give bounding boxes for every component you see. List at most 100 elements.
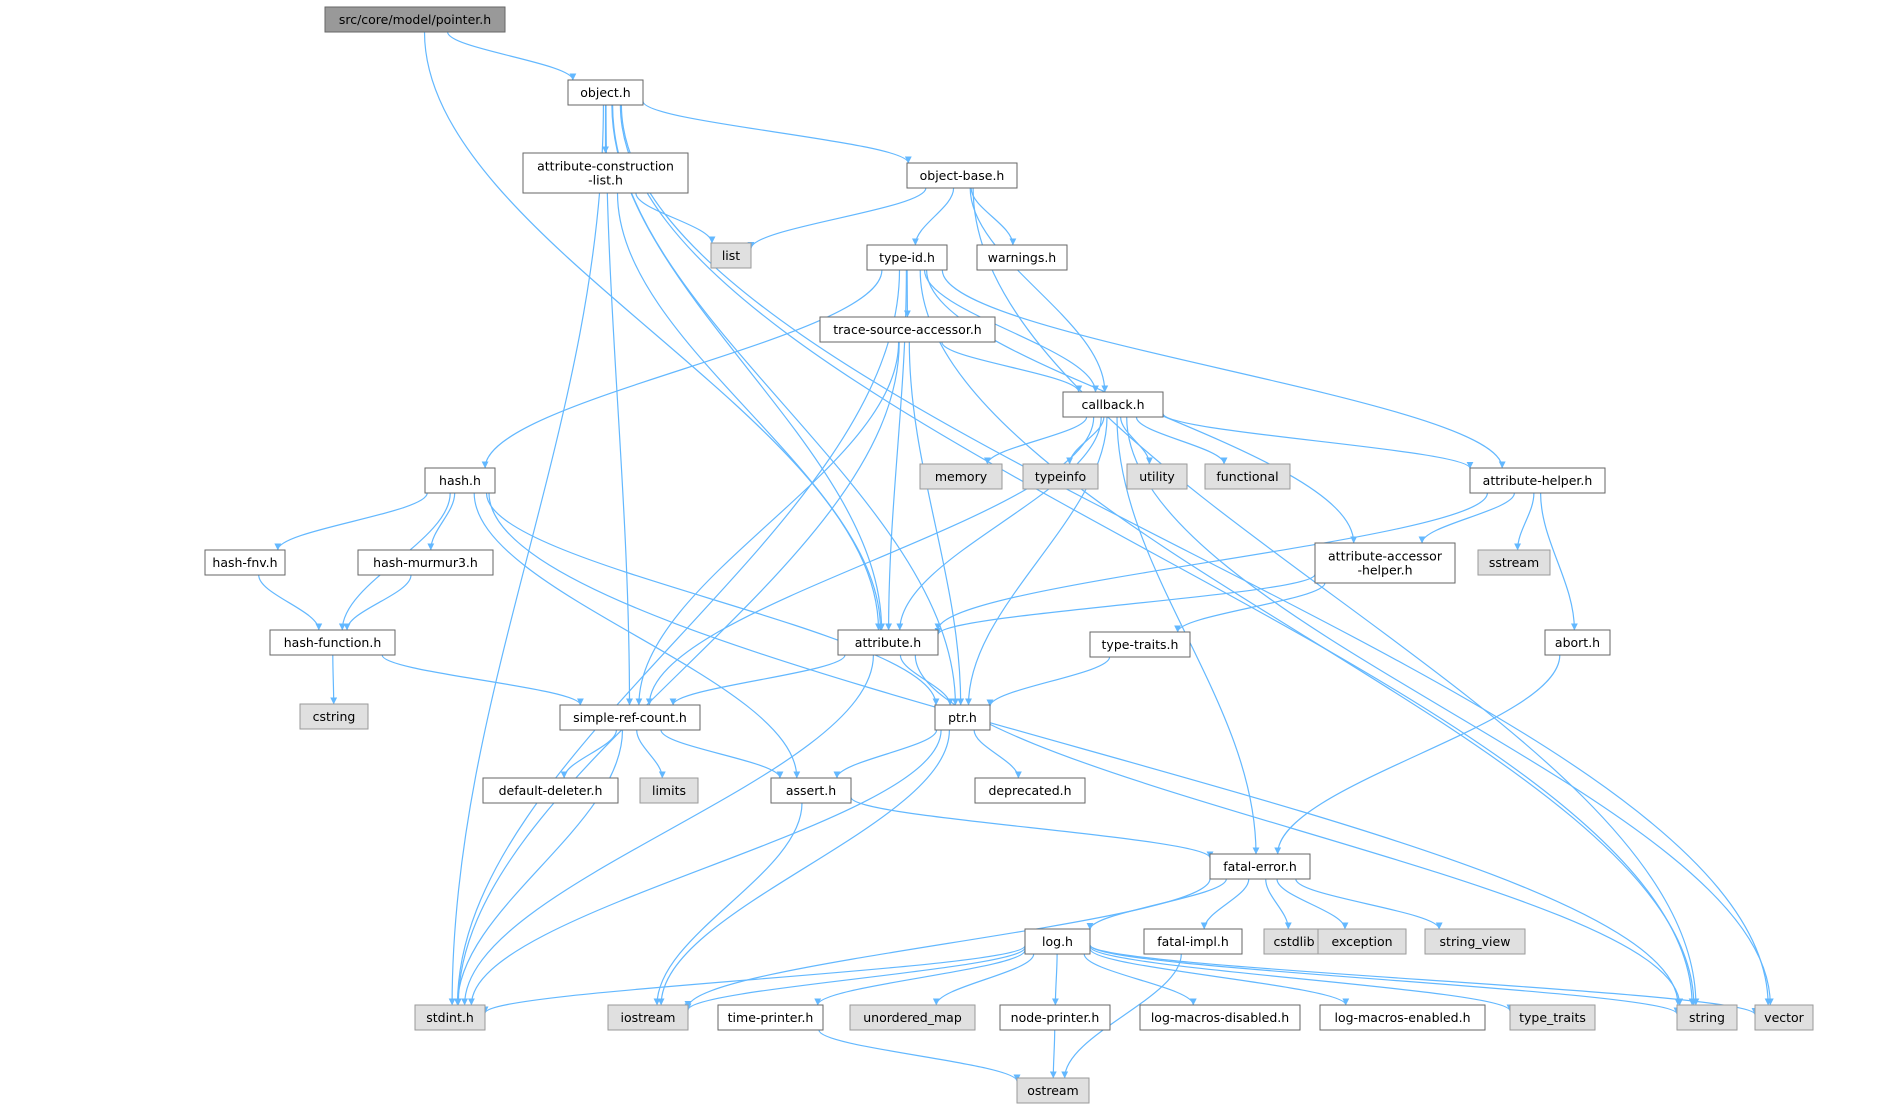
node-box [1209, 853, 1311, 880]
node-box [1016, 1077, 1090, 1104]
node-box [607, 1004, 689, 1031]
node-label: unordered_map [863, 1010, 962, 1025]
node-abort[interactable]: abort.h [1544, 629, 1611, 656]
node-box [1062, 391, 1164, 418]
node-typeinfo: typeinfo [1022, 463, 1099, 490]
node-box [357, 549, 494, 576]
node-label: -list.h [588, 173, 623, 188]
node-log[interactable]: log.h [1024, 928, 1091, 955]
edge-object-to-vector [620, 104, 1772, 1006]
node-label: hash.h [439, 473, 481, 488]
edge-object-to-string [619, 104, 1696, 1006]
node-box [819, 316, 996, 343]
node-label: object-base.h [920, 168, 1005, 183]
node-object[interactable]: object.h [567, 79, 644, 106]
node-iostream: iostream [607, 1004, 689, 1031]
node-label: simple-ref-count.h [573, 710, 687, 725]
edge-attrhelper-to-attribute [934, 492, 1488, 631]
edge-callback-to-attrhelper [1162, 412, 1474, 469]
edge-src-to-limits [636, 729, 666, 779]
edge-aah-to-typetraits_h [1174, 582, 1326, 633]
node-label: type_traits [1519, 1010, 1586, 1025]
node-box [1424, 928, 1526, 955]
edge-typeid-to-string [919, 269, 1698, 1006]
header-nodes: src/core/model/pointer.h object.h attribut… [204, 6, 1814, 1104]
edge-objbase-to-warnings [970, 187, 1017, 246]
node-typeid[interactable]: type-id.h [866, 244, 948, 271]
node-label: attribute-construction [537, 159, 674, 174]
edge-src-to-stdint [454, 729, 624, 1006]
node-list: list [710, 242, 752, 269]
node-box [1143, 928, 1243, 955]
edge-callback-to-typeinfo [1066, 416, 1105, 465]
node-label: trace-source-accessor.h [833, 322, 981, 337]
node-exception: exception [1317, 928, 1407, 955]
node-box [1204, 463, 1291, 490]
node-pointer[interactable]: src/core/model/pointer.h [324, 6, 506, 33]
node-box [906, 162, 1018, 189]
edge-fatal-to-string_view [1295, 878, 1443, 930]
edge-log-to-timeprinter [814, 949, 1026, 1006]
node-warnings[interactable]: warnings.h [976, 244, 1068, 271]
edge-hashfunc-to-src [381, 654, 584, 706]
node-lmd[interactable]: log-macros-disabled.h [1139, 1004, 1301, 1031]
node-acl[interactable]: attribute-construction-list.h [522, 152, 689, 194]
node-box [1469, 467, 1606, 494]
node-defdel[interactable]: default-deleter.h [482, 777, 619, 804]
edge-assert-to-iostream [653, 802, 803, 1006]
node-box [414, 1004, 486, 1031]
node-callback[interactable]: callback.h [1062, 391, 1164, 418]
node-objbase[interactable]: object-base.h [906, 162, 1018, 189]
edge-log-to-unordered_map [932, 953, 1035, 1006]
node-fatalimpl[interactable]: fatal-impl.h [1143, 928, 1243, 955]
edge-object-to-ptr [612, 104, 959, 706]
node-box [1676, 1004, 1738, 1031]
node-typetraits_h[interactable]: type-traits.h [1089, 631, 1191, 658]
edge-assert-to-fatal [850, 796, 1214, 859]
node-label: list [722, 248, 740, 263]
edge-acl-to-list [635, 192, 716, 244]
node-attrhelper[interactable]: attribute-helper.h [1469, 467, 1606, 494]
node-box [424, 467, 496, 494]
node-box [934, 704, 991, 731]
node-fatal[interactable]: fatal-error.h [1209, 853, 1311, 880]
edge-attrhelper-to-aah [1418, 492, 1515, 544]
node-deprecated[interactable]: deprecated.h [974, 777, 1086, 804]
edge-log-to-iostream [684, 947, 1026, 1011]
node-hashmm3[interactable]: hash-murmur3.h [357, 549, 494, 576]
node-string_view: string_view [1424, 928, 1526, 955]
node-hash[interactable]: hash.h [424, 467, 496, 494]
node-label: cstdlib [1273, 934, 1314, 949]
node-hashfunc[interactable]: hash-function.h [269, 629, 396, 656]
node-vector: vector [1754, 1004, 1814, 1031]
node-box [1509, 1004, 1596, 1031]
node-tsa[interactable]: trace-source-accessor.h [819, 316, 996, 343]
edge-src-to-assert [660, 729, 784, 779]
node-label: type-id.h [879, 250, 935, 265]
node-label: deprecated.h [988, 783, 1071, 798]
edge-tsa-to-stdint [454, 341, 900, 1006]
edge-objbase-to-callback [969, 187, 1109, 393]
node-box [324, 6, 506, 33]
edge-callback-to-memory [983, 416, 1088, 465]
edge-attribute-to-stdint [461, 654, 874, 1006]
node-box [1314, 542, 1456, 584]
node-type_traits: type_traits [1509, 1004, 1596, 1031]
node-box [717, 1004, 824, 1031]
node-src[interactable]: simple-ref-count.h [559, 704, 701, 731]
edge-hash-to-assert [473, 492, 801, 779]
node-label: node-printer.h [1011, 1010, 1100, 1025]
edge-callback-to-utility [1120, 416, 1153, 465]
node-aah[interactable]: attribute-accessor-helper.h [1314, 542, 1456, 584]
node-ptr[interactable]: ptr.h [934, 704, 991, 731]
node-assert[interactable]: assert.h [770, 777, 852, 804]
edge-src-to-defdel [560, 729, 617, 779]
node-attribute[interactable]: attribute.h [837, 629, 939, 656]
node-box [999, 1004, 1111, 1031]
node-lme[interactable]: log-macros-enabled.h [1319, 1004, 1486, 1031]
node-string: string [1676, 1004, 1738, 1031]
node-nodeprinter[interactable]: node-printer.h [999, 1004, 1111, 1031]
edge-fatal-to-cstdlib [1265, 878, 1292, 930]
node-hashfnv[interactable]: hash-fnv.h [204, 549, 286, 576]
node-timeprinter[interactable]: time-printer.h [717, 1004, 824, 1031]
